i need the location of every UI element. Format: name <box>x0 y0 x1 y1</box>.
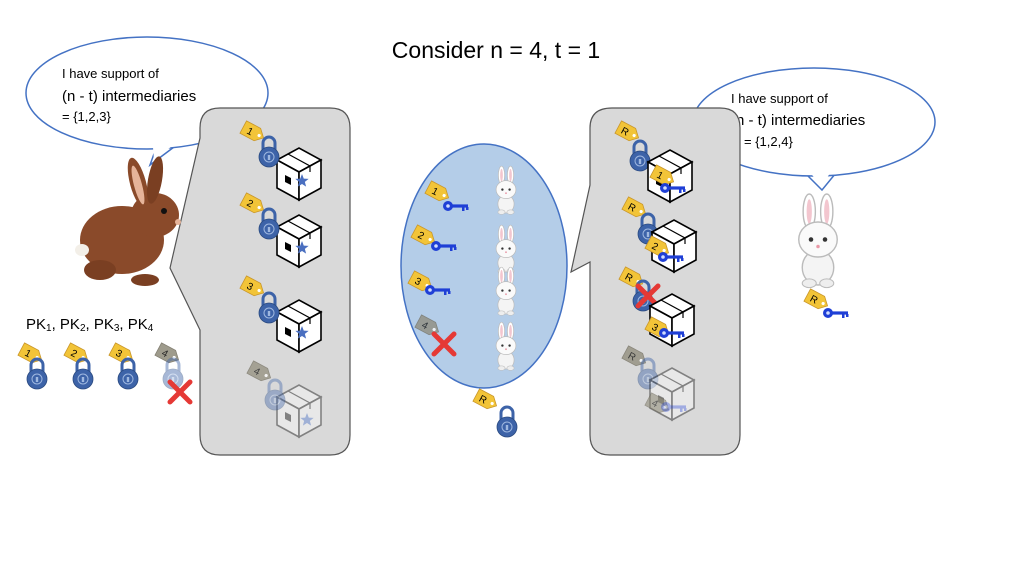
tag-label: 3 <box>114 348 124 361</box>
pk4-label: , PK <box>119 316 147 333</box>
right-speech-line3: = {1,2,4} <box>744 134 793 149</box>
tag-label: 2 <box>416 230 426 243</box>
pk3-label: , PK <box>86 316 114 333</box>
key-icon <box>660 183 686 193</box>
tag-label: R <box>626 202 638 215</box>
tag-icon: R <box>472 388 498 410</box>
pk1-label: PK <box>26 316 46 333</box>
tag-icon: 1 <box>239 120 265 142</box>
padlock-icon <box>72 357 94 390</box>
tag-label: 3 <box>413 276 423 289</box>
tag-label: 2 <box>69 348 79 361</box>
tag-label: 1 <box>23 348 33 361</box>
right-panel <box>570 107 741 456</box>
brown-rabbit-icon <box>75 156 181 286</box>
public-keys-label: PK1, PK2, PK3, PK4 <box>26 316 154 334</box>
padlock-icon <box>258 291 280 324</box>
tag-icon: R <box>803 288 829 310</box>
pk2-subscript: 2 <box>80 323 86 334</box>
tag-label: 4 <box>420 320 430 333</box>
star-icon <box>300 413 314 426</box>
tag-icon: 2 <box>239 192 265 214</box>
tag-label: 4 <box>650 398 660 411</box>
tag-label: R <box>623 272 635 285</box>
left-speech-line2: (n - t) intermediaries <box>62 88 196 105</box>
tag-label: 2 <box>245 198 255 211</box>
box-icon <box>275 214 323 269</box>
tag-label: 4 <box>160 348 170 361</box>
star-icon <box>295 326 309 339</box>
tag-label: 1 <box>430 186 440 199</box>
box-icon <box>648 367 696 422</box>
padlock-icon <box>258 207 280 240</box>
tag-label: 1 <box>245 126 255 139</box>
padlock-icon <box>117 357 139 390</box>
left-speech-line3: = {1,2,3} <box>62 109 111 124</box>
padlock-icon <box>629 139 651 172</box>
pk2-label: , PK <box>52 316 80 333</box>
tag-icon: R <box>621 196 647 218</box>
key-icon <box>661 402 687 412</box>
tag-label: R <box>626 351 638 364</box>
tag-icon: 1 <box>424 180 450 202</box>
key-icon <box>658 252 684 262</box>
padlock-icon <box>496 405 518 438</box>
tag-label: R <box>477 394 489 407</box>
pk3-subscript: 3 <box>114 323 120 334</box>
tag-label: 3 <box>650 322 660 335</box>
box-icon <box>275 384 323 439</box>
tag-icon: 4 <box>154 342 180 364</box>
tag-label: R <box>808 294 820 307</box>
box-icon <box>275 299 323 354</box>
key-icon <box>431 241 457 251</box>
white-rabbit-icon <box>495 165 517 215</box>
padlock-icon <box>26 357 48 390</box>
key-icon <box>659 328 685 338</box>
tag-label: R <box>619 126 631 139</box>
star-icon <box>295 241 309 254</box>
cross-icon <box>431 331 457 357</box>
tag-icon: 4 <box>644 392 670 414</box>
padlock-icon <box>162 357 184 390</box>
pk1-subscript: 1 <box>46 323 52 334</box>
tag-icon: 1 <box>649 164 675 186</box>
tag-icon: R <box>614 120 640 142</box>
tag-label: 2 <box>650 241 660 254</box>
key-icon <box>443 201 469 211</box>
left-speech-line1: I have support of <box>62 66 159 81</box>
tag-icon: 4 <box>246 360 272 382</box>
white-rabbit-icon <box>495 266 517 316</box>
tag-label: 4 <box>252 366 262 379</box>
tag-icon: R <box>621 345 647 367</box>
key-icon <box>823 308 849 318</box>
padlock-icon <box>258 135 280 168</box>
tag-icon: 3 <box>239 275 265 297</box>
right-speech-line2: (n - t) intermediaries <box>731 112 865 129</box>
key-icon <box>425 285 451 295</box>
pk4-subscript: 4 <box>148 323 154 334</box>
page-title: Consider n = 4, t = 1 <box>392 37 600 63</box>
tag-label: 3 <box>245 281 255 294</box>
cross-icon <box>167 379 193 405</box>
middle-ellipse <box>400 143 568 389</box>
white-rabbit-large-icon <box>798 193 838 289</box>
padlock-icon <box>264 378 286 411</box>
padlock-icon <box>637 357 659 390</box>
right-speech-line1: I have support of <box>731 91 828 106</box>
star-icon <box>295 174 309 187</box>
tag-label: 1 <box>655 170 665 183</box>
right-speech-bubble: I have support of (n - t) intermediaries… <box>692 67 936 192</box>
white-rabbit-icon <box>495 321 517 371</box>
box-icon <box>275 147 323 202</box>
tag-icon: 2 <box>410 224 436 246</box>
